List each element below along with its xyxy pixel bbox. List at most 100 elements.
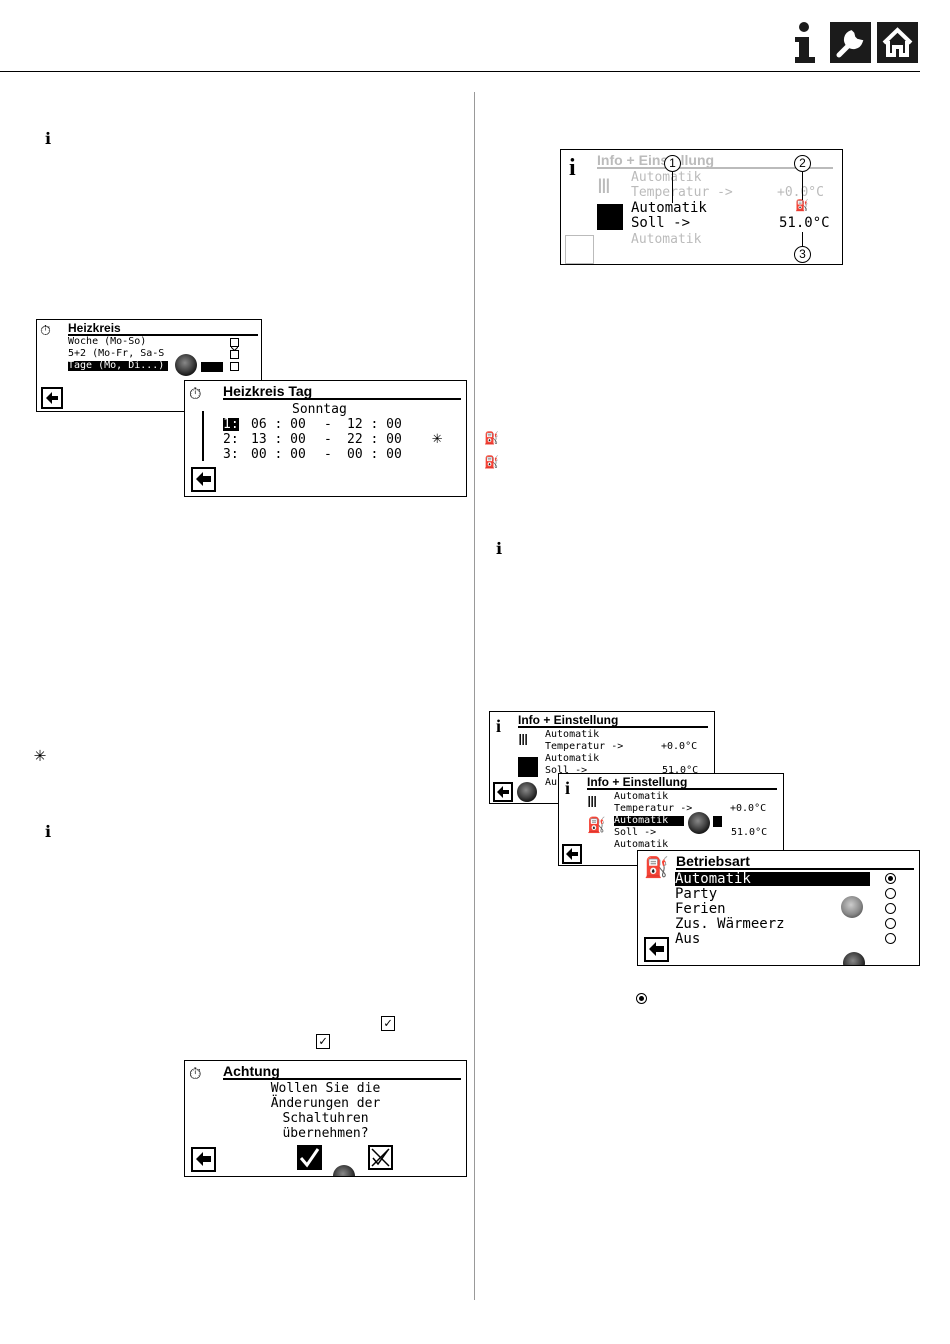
mode-party[interactable]: Party	[675, 886, 718, 902]
water-target-label: Soll ->	[614, 827, 657, 838]
info-title: Info + Einstellung	[587, 776, 777, 790]
tap-off-icon: ⛽	[484, 455, 499, 469]
callout-3: 3	[794, 246, 811, 263]
heating-temp-label: Temperatur ->	[545, 741, 624, 752]
clock-radiator-icon: ⏱	[189, 384, 202, 403]
radio-selected-icon	[636, 993, 647, 1004]
row-index-2[interactable]: 2:	[223, 432, 239, 447]
tap-on-icon: ⛽	[484, 431, 499, 445]
info-title: Info + Einstellung	[597, 153, 833, 169]
dial-knob-icon[interactable]	[175, 354, 197, 376]
sun-icon: ✳	[432, 428, 443, 448]
heating-mode: Automatik	[545, 729, 600, 740]
info-einstellung-annotated-screen: i Info + Einstellung Ⅲ Automatik Tempera…	[560, 149, 843, 265]
tap-icon	[518, 757, 538, 777]
radio-party[interactable]	[885, 888, 896, 899]
mode-automatik[interactable]: Automatik	[675, 872, 870, 886]
info-letter-icon: i	[496, 716, 502, 736]
back-button[interactable]	[41, 387, 63, 409]
row-index-1[interactable]: 1:	[223, 417, 239, 432]
back-button[interactable]	[644, 937, 669, 962]
back-button[interactable]	[562, 844, 582, 864]
info-letter-icon: i	[565, 778, 571, 798]
message-line: Schaltuhren	[282, 1111, 369, 1126]
heizkreis-title: Heizkreis	[68, 322, 258, 336]
callout-2: 2	[794, 155, 811, 172]
water-target-value[interactable]: 51.0°C	[779, 215, 830, 231]
back-button[interactable]	[565, 235, 594, 264]
mode-ferien[interactable]: Ferien	[675, 901, 726, 917]
row-to-3[interactable]: 00 : 00	[347, 447, 402, 462]
radio-automatik[interactable]	[885, 873, 896, 884]
info-icon[interactable]	[795, 22, 815, 64]
callout-line	[672, 172, 673, 203]
heating-temp-value: +0.0°C	[777, 185, 824, 200]
checkbox-woche[interactable]	[230, 338, 239, 355]
dial-knob-icon[interactable]	[843, 952, 865, 965]
tap-icon	[597, 204, 623, 230]
highlight-bar	[201, 362, 223, 372]
heating-mode: Automatik	[614, 791, 669, 802]
wrench-icon[interactable]	[830, 22, 871, 63]
note-info-icon: ℹ	[496, 539, 503, 558]
betriebsart-title: Betriebsart	[676, 854, 914, 870]
tap-icon: ⛽	[587, 816, 606, 834]
dial-knob-icon[interactable]	[688, 812, 710, 834]
heating-temp-label: Temperatur ->	[631, 185, 733, 200]
back-button[interactable]	[191, 467, 216, 492]
heating-temp-value: +0.0°C	[661, 741, 698, 752]
water-mode[interactable]: Automatik	[614, 816, 684, 826]
row-index-3[interactable]: 3:	[223, 447, 239, 462]
back-button[interactable]	[493, 782, 513, 802]
message-line: Änderungen der	[270, 1096, 381, 1111]
radiator-icon: Ⅲ	[518, 731, 529, 749]
water-target-label[interactable]: Soll ->	[631, 215, 691, 231]
row-from-3[interactable]: 00 : 00	[251, 447, 306, 462]
option-5-2[interactable]: 5+2 (Mo-Fr, Sa-S	[68, 348, 165, 359]
checkmark-icon: ✓	[316, 1034, 330, 1049]
radio-zus-waermeerz[interactable]	[885, 918, 896, 929]
checkbox-5-2[interactable]	[230, 350, 239, 359]
dial-knob-icon[interactable]	[333, 1165, 355, 1176]
confirm-button[interactable]	[297, 1145, 322, 1170]
cancel-button[interactable]	[368, 1145, 393, 1170]
water-mode[interactable]: Automatik	[631, 200, 707, 216]
heating-temp-label: Temperatur ->	[614, 803, 693, 814]
heating-temp-value: +0.0°C	[730, 803, 767, 814]
achtung-screen: ⏱ Achtung Wollen Sie die Änderungen der …	[184, 1060, 467, 1177]
checkbox-tage[interactable]	[230, 362, 239, 371]
radio-ferien[interactable]	[885, 903, 896, 914]
checkmark-icon: ✓	[381, 1016, 395, 1031]
rotary-knob-icon[interactable]	[841, 896, 863, 918]
mode-zus-waermeerz[interactable]: Zus. Wärmeerz	[675, 916, 785, 932]
row-sep-1: -	[324, 417, 332, 432]
row-sep-2: -	[324, 432, 332, 447]
row-from-2[interactable]: 13 : 00	[251, 432, 306, 447]
tap-icon: ⛽	[644, 855, 669, 879]
note-info-icon: ℹ	[45, 129, 52, 148]
heating-mode: Automatik	[631, 170, 702, 185]
mode-aus[interactable]: Aus	[675, 931, 701, 947]
third-mode: Au	[545, 777, 558, 788]
row-to-2[interactable]: 22 : 00	[347, 432, 402, 447]
time-scale	[202, 411, 204, 461]
tap-small-icon: ⛽	[795, 199, 809, 212]
info-letter-icon: i	[569, 155, 576, 181]
row-from-1[interactable]: 06 : 00	[251, 417, 306, 432]
day-label: Sonntag	[292, 402, 347, 417]
highlight-bar	[713, 816, 722, 827]
info-title: Info + Einstellung	[518, 714, 708, 728]
home-icon[interactable]	[877, 22, 918, 63]
note-info-icon: ℹ	[45, 822, 52, 841]
dial-knob-icon[interactable]	[517, 782, 537, 802]
option-woche[interactable]: Woche (Mo-So)	[68, 336, 147, 347]
header-rule	[0, 71, 920, 72]
water-target-value: 51.0°C	[731, 827, 768, 838]
back-button[interactable]	[191, 1147, 216, 1172]
heizkreis-tag-title: Heizkreis Tag	[223, 384, 461, 400]
heizkreis-screen: ⏱ Heizkreis Woche (Mo-So) 5+2 (Mo-Fr, Sa…	[36, 319, 262, 412]
radio-aus[interactable]	[885, 933, 896, 944]
callout-line	[802, 172, 803, 200]
row-to-1[interactable]: 12 : 00	[347, 417, 402, 432]
option-tage[interactable]: Tage (Mo, Di...)	[68, 361, 168, 371]
